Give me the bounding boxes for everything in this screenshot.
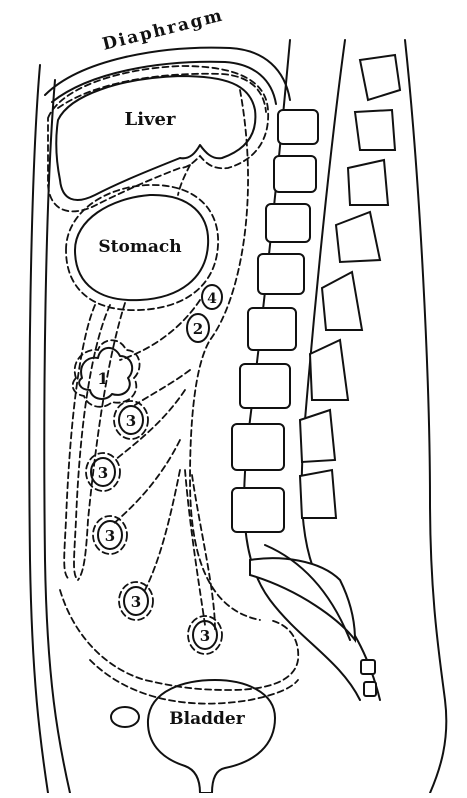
greater-omentum-back <box>73 304 111 581</box>
vertebra-3 <box>265 203 311 243</box>
vertebra-2 <box>273 155 317 193</box>
marker-3b-shape <box>90 457 116 487</box>
marker-3e-label: 3 <box>200 627 210 645</box>
bladder-organ <box>146 679 276 794</box>
sacrum <box>249 557 357 643</box>
diaphragm-inner <box>51 60 277 105</box>
spinous-processes <box>298 53 402 519</box>
lesser-omentum <box>177 164 191 196</box>
marker-3d-shape <box>123 586 149 616</box>
vertebra-8 <box>231 487 285 533</box>
marker-3b-label: 3 <box>98 464 108 482</box>
marker-1-peritoneum <box>71 339 141 408</box>
marker-3c-label: 3 <box>105 527 115 545</box>
sacrum-line <box>264 544 351 641</box>
vertebra-5 <box>247 307 297 351</box>
diaphragm-line <box>44 46 291 101</box>
marker-1-label: 1 <box>97 369 108 388</box>
greater-omentum-front <box>63 304 96 581</box>
vertebra-6 <box>239 363 291 409</box>
liver-peritoneum <box>47 65 269 213</box>
liver-label: Liver <box>125 109 176 130</box>
mesentery-3 <box>111 439 181 526</box>
bladder-label: Bladder <box>169 709 245 729</box>
marker-2-label: 2 <box>193 320 203 338</box>
spinous-6 <box>308 338 350 401</box>
marker-3b: 3 <box>85 452 121 492</box>
marker-3b-peritoneum <box>85 452 121 492</box>
rectovesical-pouch <box>89 659 299 705</box>
marker-3a-shape <box>118 405 144 435</box>
liver-organ <box>55 75 257 201</box>
spinous-5 <box>320 270 364 331</box>
mesentery-2 <box>114 389 186 461</box>
stomach-organ <box>74 193 210 302</box>
greater-omentum-inner <box>77 302 126 581</box>
marker-3e-peritoneum <box>187 615 223 655</box>
spinous-7 <box>298 408 337 464</box>
posterior-peritoneum <box>189 89 261 621</box>
stomach-peritoneum <box>65 184 219 311</box>
vertebral-bodies <box>231 109 319 533</box>
posterior-body-wall <box>404 39 448 794</box>
vertebra-7 <box>231 423 285 471</box>
marker-2: 2 <box>186 313 210 343</box>
marker-1: 1 <box>71 339 141 408</box>
marker-3d: 3 <box>118 581 154 621</box>
mesentery-1 <box>134 369 191 406</box>
pelvic-peritoneum <box>59 589 300 691</box>
coccyx-2 <box>363 681 377 697</box>
marker-3e: 3 <box>187 615 223 655</box>
marker-3c: 3 <box>92 515 128 555</box>
mesentery-5 <box>184 469 206 626</box>
marker-1-shape <box>78 347 134 400</box>
spinous-3 <box>346 158 390 206</box>
anterior-body-wall <box>28 64 49 794</box>
marker-4-label: 4 <box>207 291 217 307</box>
marker-2-shape <box>186 313 210 343</box>
spinous-1 <box>358 53 402 102</box>
marker-3c-peritoneum <box>92 515 128 555</box>
marker-3d-peritoneum <box>118 581 154 621</box>
marker-3a-label: 3 <box>126 412 136 430</box>
spinous-8 <box>298 468 338 519</box>
marker-4-shape <box>201 284 223 310</box>
marker-3d-label: 3 <box>131 593 141 611</box>
mesentery-6 <box>191 474 216 631</box>
coccyx-1 <box>360 659 376 675</box>
marker-3a: 3 <box>113 400 149 440</box>
vertebra-4 <box>257 253 305 295</box>
pubic-symphysis <box>110 706 140 728</box>
marker-3a-peritoneum <box>113 400 149 440</box>
vertebra-1 <box>277 109 319 145</box>
mesentery-4 <box>144 469 181 591</box>
stomach-label: Stomach <box>98 237 181 257</box>
marker-3c-shape <box>97 520 123 550</box>
anterior-wall-inner <box>43 79 71 794</box>
diaphragm-peritoneum <box>57 72 267 113</box>
spinous-4 <box>334 210 382 264</box>
mesentery-root-1 <box>119 299 201 361</box>
marker-3e-shape <box>192 620 218 650</box>
spinous-2 <box>353 108 397 151</box>
marker-4: 4 <box>201 284 223 310</box>
